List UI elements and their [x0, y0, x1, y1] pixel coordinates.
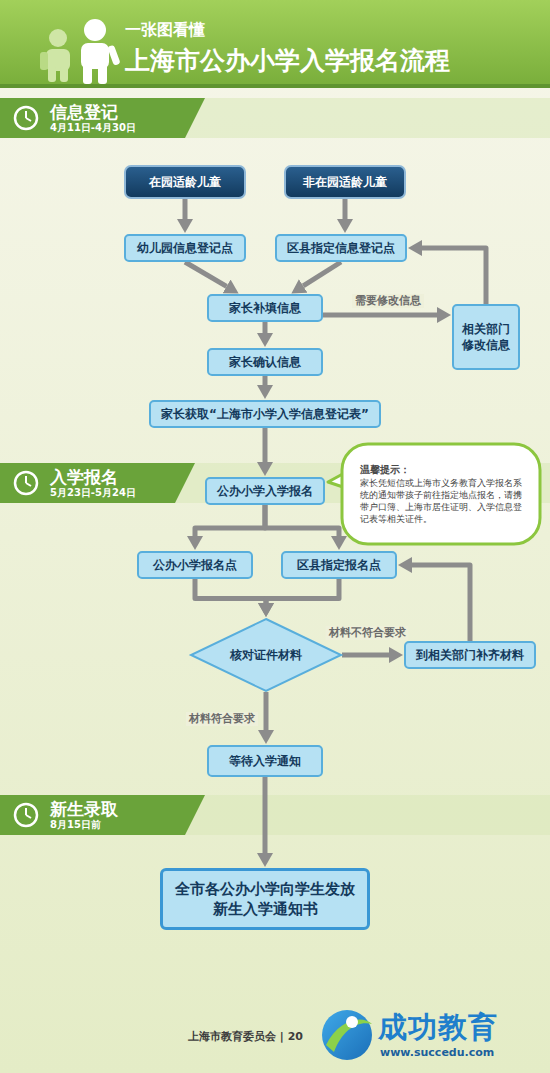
tab-fill	[0, 463, 195, 503]
node-body: 家长凭短信或上海市义务教育入学报名系统的通知带孩子前往指定地点报名，请携带户口簿…	[360, 477, 522, 525]
flow-arrow	[412, 565, 470, 641]
section-band: 入学报名5月23日-5月24日	[0, 463, 195, 503]
node-heading: 新生录取	[50, 799, 118, 819]
watermark-logo	[322, 1010, 372, 1060]
node-heading: 家长补填信息	[229, 300, 301, 316]
tab-fill	[0, 795, 205, 835]
flow-arrow	[195, 579, 266, 603]
tab-fill	[0, 98, 205, 138]
child-type-box: 非在园适龄儿童	[284, 165, 406, 199]
flow-arrow	[263, 376, 268, 385]
flow-arrow	[422, 248, 486, 304]
flow-arrow	[195, 505, 265, 536]
node-heading: 在园适龄儿童	[149, 174, 221, 190]
node-heading: 等待入学通知	[229, 753, 301, 769]
node-heading: 入学报名	[50, 467, 118, 487]
result-box: 全市各公办小学向学生发放新生入学通知书	[160, 868, 370, 930]
process-box: 家长获取“上海市小学入学信息登记表”	[149, 400, 381, 428]
node-heading: 家长获取“上海市小学入学信息登记表”	[161, 406, 369, 422]
node-body: 8月15日前	[50, 819, 101, 831]
flow-arrow	[303, 262, 341, 286]
node-heading: 信息登记	[50, 102, 118, 122]
flow-arrow	[263, 428, 268, 462]
process-box: 等待入学通知	[207, 745, 323, 777]
watermark-text: 成功教育	[378, 1008, 498, 1048]
process-box: 到相关部门补齐材料	[404, 641, 536, 669]
process-box: 区县指定报名点	[281, 551, 397, 579]
node-heading: 家长确认信息	[229, 354, 301, 370]
section-band: 信息登记4月11日-4月30日	[0, 98, 205, 138]
flow-arrow	[342, 653, 389, 658]
node-heading: 相关部门修改信息	[462, 321, 510, 353]
clock-icon	[15, 472, 37, 494]
decision-diamond: 核对证件材料	[190, 618, 342, 692]
process-box: 公办小学入学报名	[205, 477, 325, 505]
edge-label: 材料不符合要求	[326, 626, 409, 640]
node-heading: 非在园适龄儿童	[303, 174, 387, 190]
flow-arrow	[323, 313, 437, 318]
people-icon	[40, 19, 121, 84]
node-body: 5月23日-5月24日	[50, 487, 136, 499]
callout-cloud	[342, 444, 540, 544]
flow-arrow	[263, 777, 268, 853]
child-type-box: 在园适龄儿童	[124, 165, 246, 199]
process-box: 区县指定信息登记点	[275, 234, 407, 262]
clock-icon	[15, 107, 37, 129]
process-box: 公办小学报名点	[137, 551, 253, 579]
header-rule	[0, 84, 550, 88]
clock-icon	[15, 804, 37, 826]
flow-arrow	[265, 505, 339, 536]
footer-credit: 上海市教育委员会 | 20	[188, 1029, 303, 1044]
node-heading: 区县指定信息登记点	[287, 240, 395, 256]
edge-label: 材料符合要求	[186, 712, 258, 726]
flow-arrow	[183, 199, 188, 219]
node-heading: 核对证件材料	[230, 647, 302, 664]
flow-arrow	[185, 262, 227, 286]
tail-join	[344, 471, 354, 489]
diagram-title: 上海市公办小学入学报名流程	[125, 44, 450, 77]
flow-arrow	[343, 199, 348, 219]
node-heading: 到相关部门补齐材料	[416, 647, 524, 663]
node-body: 4月11日-4月30日	[50, 122, 136, 134]
process-box: 家长确认信息	[207, 348, 323, 376]
edge-label: 需要修改信息	[352, 294, 424, 308]
section-stripe	[0, 98, 550, 138]
tip-callout: 温馨提示：家长凭短信或上海市义务教育入学报名系统的通知带孩子前往指定地点报名，请…	[340, 442, 542, 546]
node-heading: 公办小学报名点	[153, 557, 237, 573]
node-heading: 全市各公办小学向学生发放新生入学通知书	[171, 879, 359, 919]
flow-arrow	[266, 579, 339, 603]
node-heading: 温馨提示：	[360, 463, 522, 477]
flow-arrow	[264, 692, 269, 730]
process-box: 家长补填信息	[207, 294, 323, 322]
section-band: 新生录取8月15日前	[0, 795, 205, 835]
header-band	[0, 0, 550, 88]
header-kicker: 一张图看懂	[125, 20, 205, 41]
diamond-fill	[191, 619, 341, 691]
watermark-url: www.succedu.com	[380, 1046, 494, 1059]
process-box: 幼儿园信息登记点	[124, 234, 246, 262]
process-box: 相关部门修改信息	[452, 304, 520, 370]
node-heading: 公办小学入学报名	[217, 483, 313, 499]
node-heading: 幼儿园信息登记点	[137, 240, 233, 256]
section-stripe	[0, 795, 550, 835]
flow-arrow	[263, 322, 268, 333]
node-heading: 区县指定报名点	[297, 557, 381, 573]
